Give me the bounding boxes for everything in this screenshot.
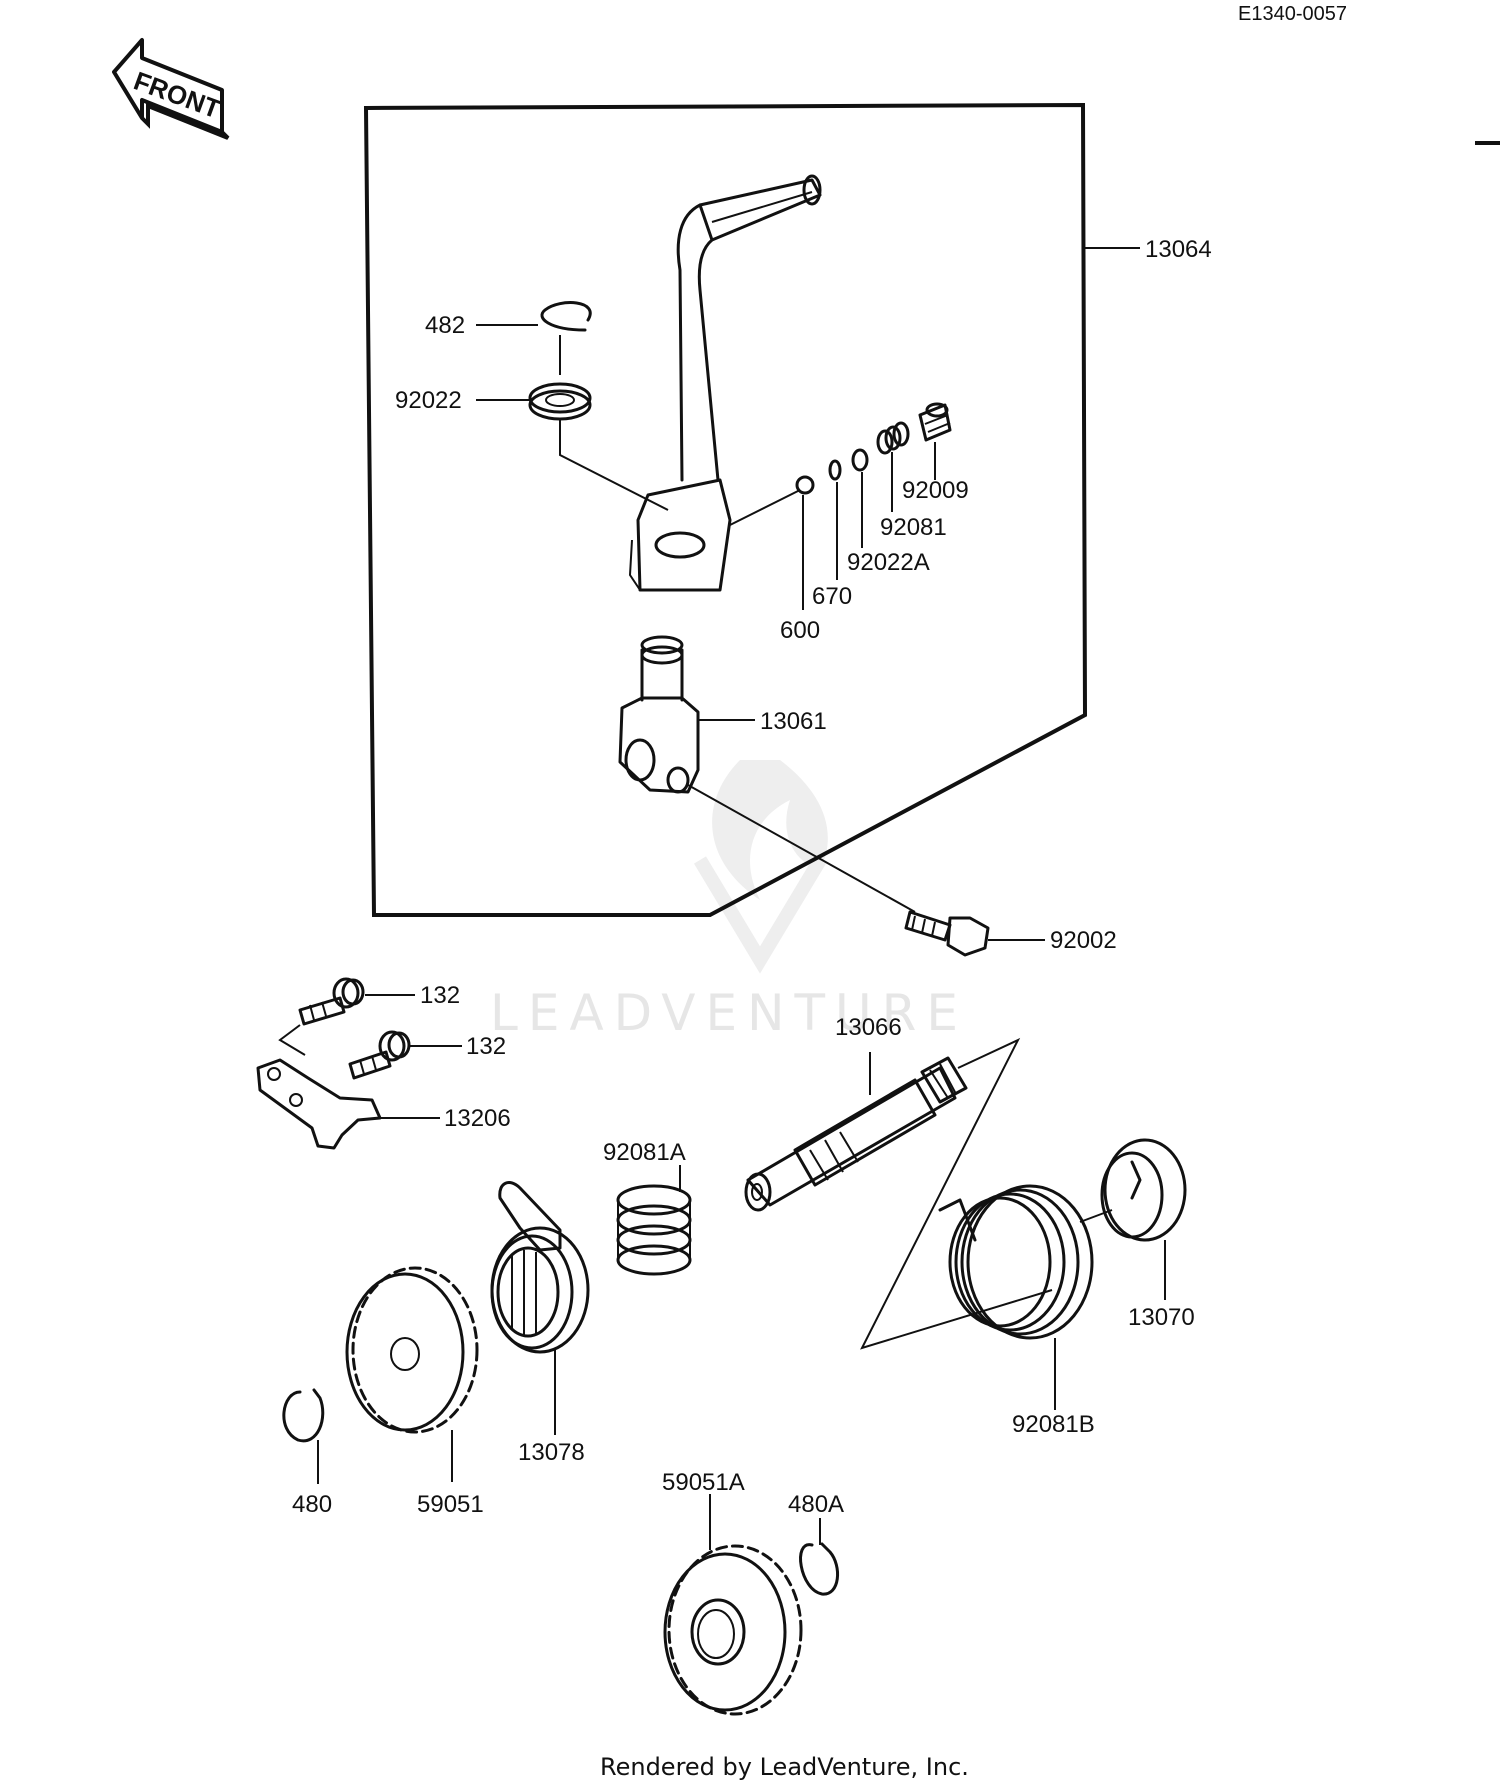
label-59051A: 59051A — [662, 1469, 745, 1496]
label-92022: 92022 — [395, 387, 462, 414]
footer-credit: Rendered by LeadVenture, Inc. — [600, 1753, 969, 1781]
label-480A: 480A — [788, 1491, 844, 1518]
bolt-132-upper — [298, 977, 365, 1026]
washer-92022 — [528, 382, 592, 421]
plug-92009 — [918, 402, 952, 442]
leader-13066-bracket — [860, 1037, 1053, 1350]
circlip-482 — [540, 301, 592, 332]
label-13070: 13070 — [1128, 1304, 1195, 1331]
washer-92022A — [851, 448, 869, 472]
gear-59051A — [663, 1544, 803, 1716]
label-132-lower: 132 — [466, 1033, 506, 1060]
front-arrow: FRONT — [112, 38, 230, 140]
assembly-frame — [363, 102, 1088, 917]
label-670: 670 — [812, 583, 852, 610]
torsion-spring-92081B — [938, 1184, 1094, 1340]
pedal-boss-13061 — [618, 635, 700, 794]
ball-600 — [795, 475, 815, 495]
bolt-92002 — [904, 910, 990, 957]
label-59051: 59051 — [417, 1491, 484, 1518]
label-92022A: 92022A — [847, 549, 930, 576]
label-132-upper: 132 — [420, 982, 460, 1009]
label-13064: 13064 — [1145, 236, 1212, 263]
collar-13070 — [1100, 1138, 1187, 1242]
label-482: 482 — [425, 312, 465, 339]
spring-92081 — [876, 421, 910, 455]
ratchet-13078 — [490, 1181, 590, 1354]
label-13061: 13061 — [760, 708, 827, 735]
label-92081A: 92081A — [603, 1139, 686, 1166]
label-92009: 92009 — [902, 477, 969, 504]
label-92002: 92002 — [1050, 927, 1117, 954]
diagram-code: E1340-0057 — [1238, 3, 1347, 25]
gear-59051 — [345, 1266, 479, 1434]
spring-92081A — [616, 1184, 692, 1276]
watermark-text: LEADVENTURE — [490, 984, 968, 1042]
circlip-480 — [282, 1388, 325, 1443]
ring-670 — [828, 459, 842, 481]
label-92081B: 92081B — [1012, 1411, 1095, 1438]
label-92081: 92081 — [880, 514, 947, 541]
guide-plate-13206 — [256, 1058, 382, 1150]
label-13066: 13066 — [835, 1014, 902, 1041]
kick-shaft-13066 — [744, 1056, 968, 1212]
label-480: 480 — [292, 1491, 332, 1518]
circlip-480A — [799, 1542, 840, 1596]
watermark: LEADVENTURE — [490, 760, 968, 1042]
label-600: 600 — [780, 617, 820, 644]
bolt-132-lower — [348, 1030, 411, 1080]
kick-pedal-arm — [628, 174, 822, 592]
label-13206: 13206 — [444, 1105, 511, 1132]
label-13078: 13078 — [518, 1439, 585, 1466]
